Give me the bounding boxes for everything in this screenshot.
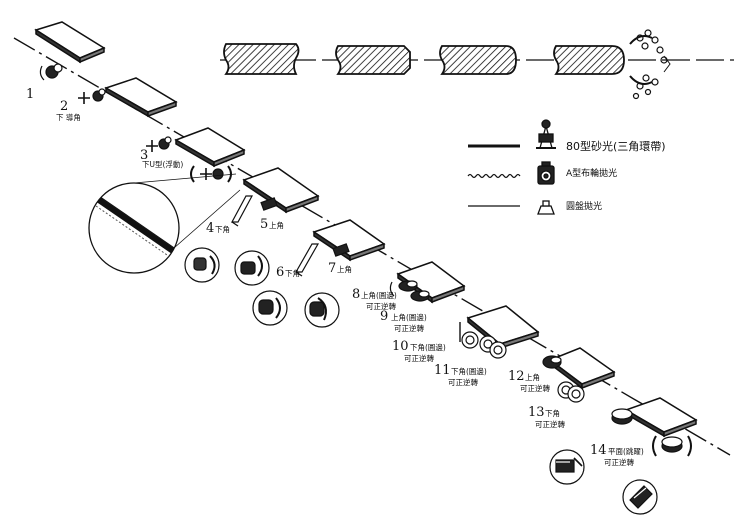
step-10-number: 10 [392, 339, 409, 354]
step-7-number: 7 [328, 261, 337, 276]
legend-label-disc-polisher: 圓盤拋光 [566, 202, 603, 212]
final-polish-wheels-top [629, 29, 671, 100]
step-1-number: 1 [26, 87, 35, 102]
step-2-number: 2 [60, 99, 69, 114]
belt-sander-icon [536, 119, 556, 149]
step-4-label: 下角 [215, 225, 230, 234]
legend-label-cloth-wheel: A型布輪拋光 [566, 169, 618, 179]
step-9-label: 上角(圓邊) [391, 313, 427, 322]
edge-detail-magnifier [88, 173, 241, 274]
step-14-label: 平面(跳躍) [608, 447, 644, 456]
edge-profile-sequence [220, 43, 734, 75]
grinding-wheels [39, 63, 692, 457]
edge-detail-circles [184, 247, 658, 515]
wheel-station-10-11 [459, 322, 507, 359]
step-11-note: 可正逆轉 [448, 378, 478, 387]
legend [467, 119, 556, 215]
step-13-note: 可正逆轉 [535, 420, 565, 429]
wheel-station-6-7 [294, 243, 350, 277]
step-5-label: 上角 [269, 221, 284, 230]
step-3-number: 3 [140, 148, 149, 163]
step-6-label: 下角 [285, 269, 300, 278]
step-9-note: 可正逆轉 [394, 324, 424, 333]
detail-circle-4 [184, 247, 220, 283]
edge-profile-raw [223, 43, 300, 75]
step-14-note: 可正逆轉 [604, 458, 634, 467]
step-3-label: 下U型(浮動) [142, 160, 184, 169]
wheel-station-14 [611, 408, 692, 457]
step-10-label: 下角(圓邊) [410, 343, 446, 352]
wheel-station-8-9 [389, 280, 430, 302]
wheel-station-12-13 [542, 355, 585, 403]
step-13-label: 下角 [545, 409, 560, 418]
step-14-number: 14 [590, 443, 607, 458]
step-8-number: 8 [352, 287, 361, 302]
step-6-number: 6 [276, 265, 285, 280]
panel-10-11 [466, 305, 540, 350]
edge-profile-rounded [439, 45, 517, 75]
step-4-number: 4 [206, 221, 215, 236]
step-7-label: 上角 [337, 265, 352, 274]
glass-panels [34, 21, 698, 438]
legend-label-belt-sander: 80型砂光(三角環帶) [566, 140, 666, 153]
panel-2 [104, 77, 178, 118]
edge-profile-polished [553, 45, 625, 75]
detail-circle-7 [304, 292, 340, 328]
wheel-station-3 [146, 136, 232, 183]
legend-line-wavy [467, 173, 521, 179]
panel-14 [624, 397, 698, 438]
detail-circle-5 [234, 250, 270, 286]
step-11-label: 下角(圓邊) [451, 367, 487, 376]
wheel-station-4-5 [230, 195, 278, 227]
step-8-label: 上角(圓邊) [361, 291, 397, 300]
cloth-wheel-icon [537, 161, 555, 185]
detail-circle-13 [549, 449, 585, 485]
panel-1 [34, 21, 106, 64]
edge-profile-chamfered [335, 45, 411, 75]
step-13-number: 13 [528, 405, 545, 420]
detail-circle-14 [622, 479, 658, 515]
step-11-number: 11 [434, 363, 451, 378]
step-5-number: 5 [260, 217, 269, 232]
step-2-label: 下 導角 [56, 113, 81, 122]
wheel-station-2 [78, 88, 106, 104]
detail-circle-6 [252, 290, 288, 326]
step-12-note: 可正逆轉 [520, 384, 550, 393]
step-8-note: 可正逆轉 [366, 302, 396, 311]
disc-polisher-icon [537, 200, 555, 215]
panel-4-5 [242, 167, 320, 214]
panel-6-7 [312, 219, 386, 262]
panel-3 [174, 127, 246, 168]
wheel-station-1 [39, 63, 63, 81]
step-9-number: 9 [380, 309, 389, 324]
step-12-number: 12 [508, 369, 525, 384]
step-12-label: 上角 [525, 373, 540, 382]
step-10-note: 可正逆轉 [404, 354, 434, 363]
